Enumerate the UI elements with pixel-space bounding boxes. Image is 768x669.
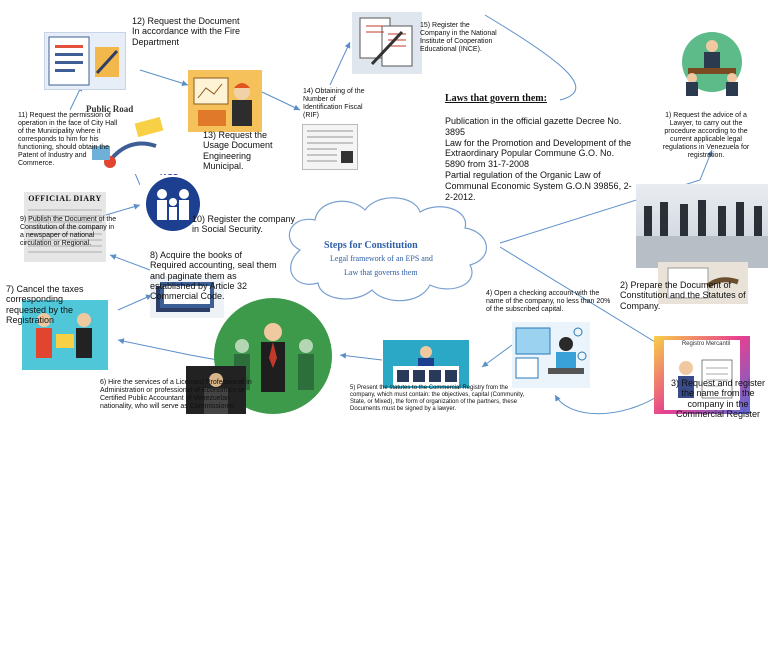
- step-4-text: 4) Open a checking account with the name…: [486, 290, 611, 314]
- step-3-text: 3) Request and register the name from th…: [670, 378, 766, 420]
- lawyer-image: [672, 26, 752, 104]
- step-7-text: 7) Cancel the taxes corresponding reques…: [6, 284, 84, 326]
- step-6-text: 6) Hire the services of a Licensed Profe…: [100, 379, 252, 411]
- bank-account-image: [512, 322, 590, 388]
- center-cloud: [288, 197, 488, 302]
- step-9-text: 9) Publish the Document of the Constitut…: [20, 216, 117, 248]
- registro-mercantil-label: Registro Mercantil: [681, 341, 731, 347]
- commissioner-photo: [186, 366, 246, 414]
- step-11-text: 11) Request the permission of operation …: [18, 112, 118, 168]
- newspaper-image: OFFICIAL DIARY: [24, 192, 106, 262]
- arrow-center-to-s1: [499, 149, 713, 244]
- arrow-s9-to-s10: [105, 203, 141, 216]
- step-14-text: 14) Obtaining of the Number of Identific…: [303, 88, 365, 120]
- step-2-text: 2) Prepare the Document of Constitution …: [620, 280, 746, 311]
- official-diary-label: OFFICIAL DIARY: [28, 194, 102, 203]
- arrow-s8-to-s9: [109, 254, 151, 271]
- step-1-text: 1) Request the advice of a Lawyer, to ca…: [662, 112, 750, 160]
- laws-body: Publication in the official gazette Decr…: [445, 116, 632, 202]
- step-8-text: 8) Acquire the books of Required account…: [150, 250, 277, 302]
- step-10-text: 10) Register the company in Social Secur…: [192, 214, 296, 235]
- accounting-books-image: [150, 276, 224, 318]
- document-signing-image: [658, 262, 748, 304]
- arrow-s7-to-s8: [117, 294, 153, 311]
- arrow-s14-to-s15: [329, 41, 351, 86]
- arrow-s3-to-s4: [554, 394, 661, 415]
- public-road-label: Public Road: [86, 104, 134, 114]
- center-subtitle-line-2: Law that governs them: [344, 268, 418, 277]
- taxes-image: [22, 300, 108, 370]
- center-title: Steps for Constitution: [324, 240, 418, 251]
- city-hall-image: Public Road: [86, 104, 180, 174]
- step-13-text: 13) Request the Usage Document Engineeri…: [203, 130, 273, 172]
- registry-office-image: [383, 340, 469, 388]
- step-12-text: 12) Request the Document In accordance w…: [132, 16, 241, 47]
- arrow-s5-to-s6: [339, 352, 383, 361]
- registro-mercantil-image: Registro Mercantil: [654, 336, 750, 414]
- arrow-center-to-s3: [499, 246, 661, 346]
- step-5-text: 5) Present the statutes to the Commercia…: [350, 385, 525, 412]
- engineer-image: [188, 70, 262, 132]
- arrow-s6-to-s7: [117, 338, 219, 361]
- arrow-s13-to-s14: [261, 91, 301, 111]
- arrow-s15-to-laws: [484, 14, 577, 101]
- arrow-s12-to-s13: [139, 69, 189, 87]
- clipboard-image: [44, 32, 126, 90]
- meeting-photo: [636, 184, 768, 268]
- rif-document-image: [302, 124, 358, 170]
- ivss-logo: IVSS: [140, 168, 206, 232]
- center-subtitle-line-1: Legal framework of an EPS and: [330, 254, 433, 263]
- laws-heading: Laws that govern them:: [445, 93, 547, 104]
- register-documents-image: [352, 12, 422, 74]
- step-15-text: 15) Register the Company in the National…: [420, 22, 497, 54]
- arrow-s4-to-s5: [481, 344, 513, 368]
